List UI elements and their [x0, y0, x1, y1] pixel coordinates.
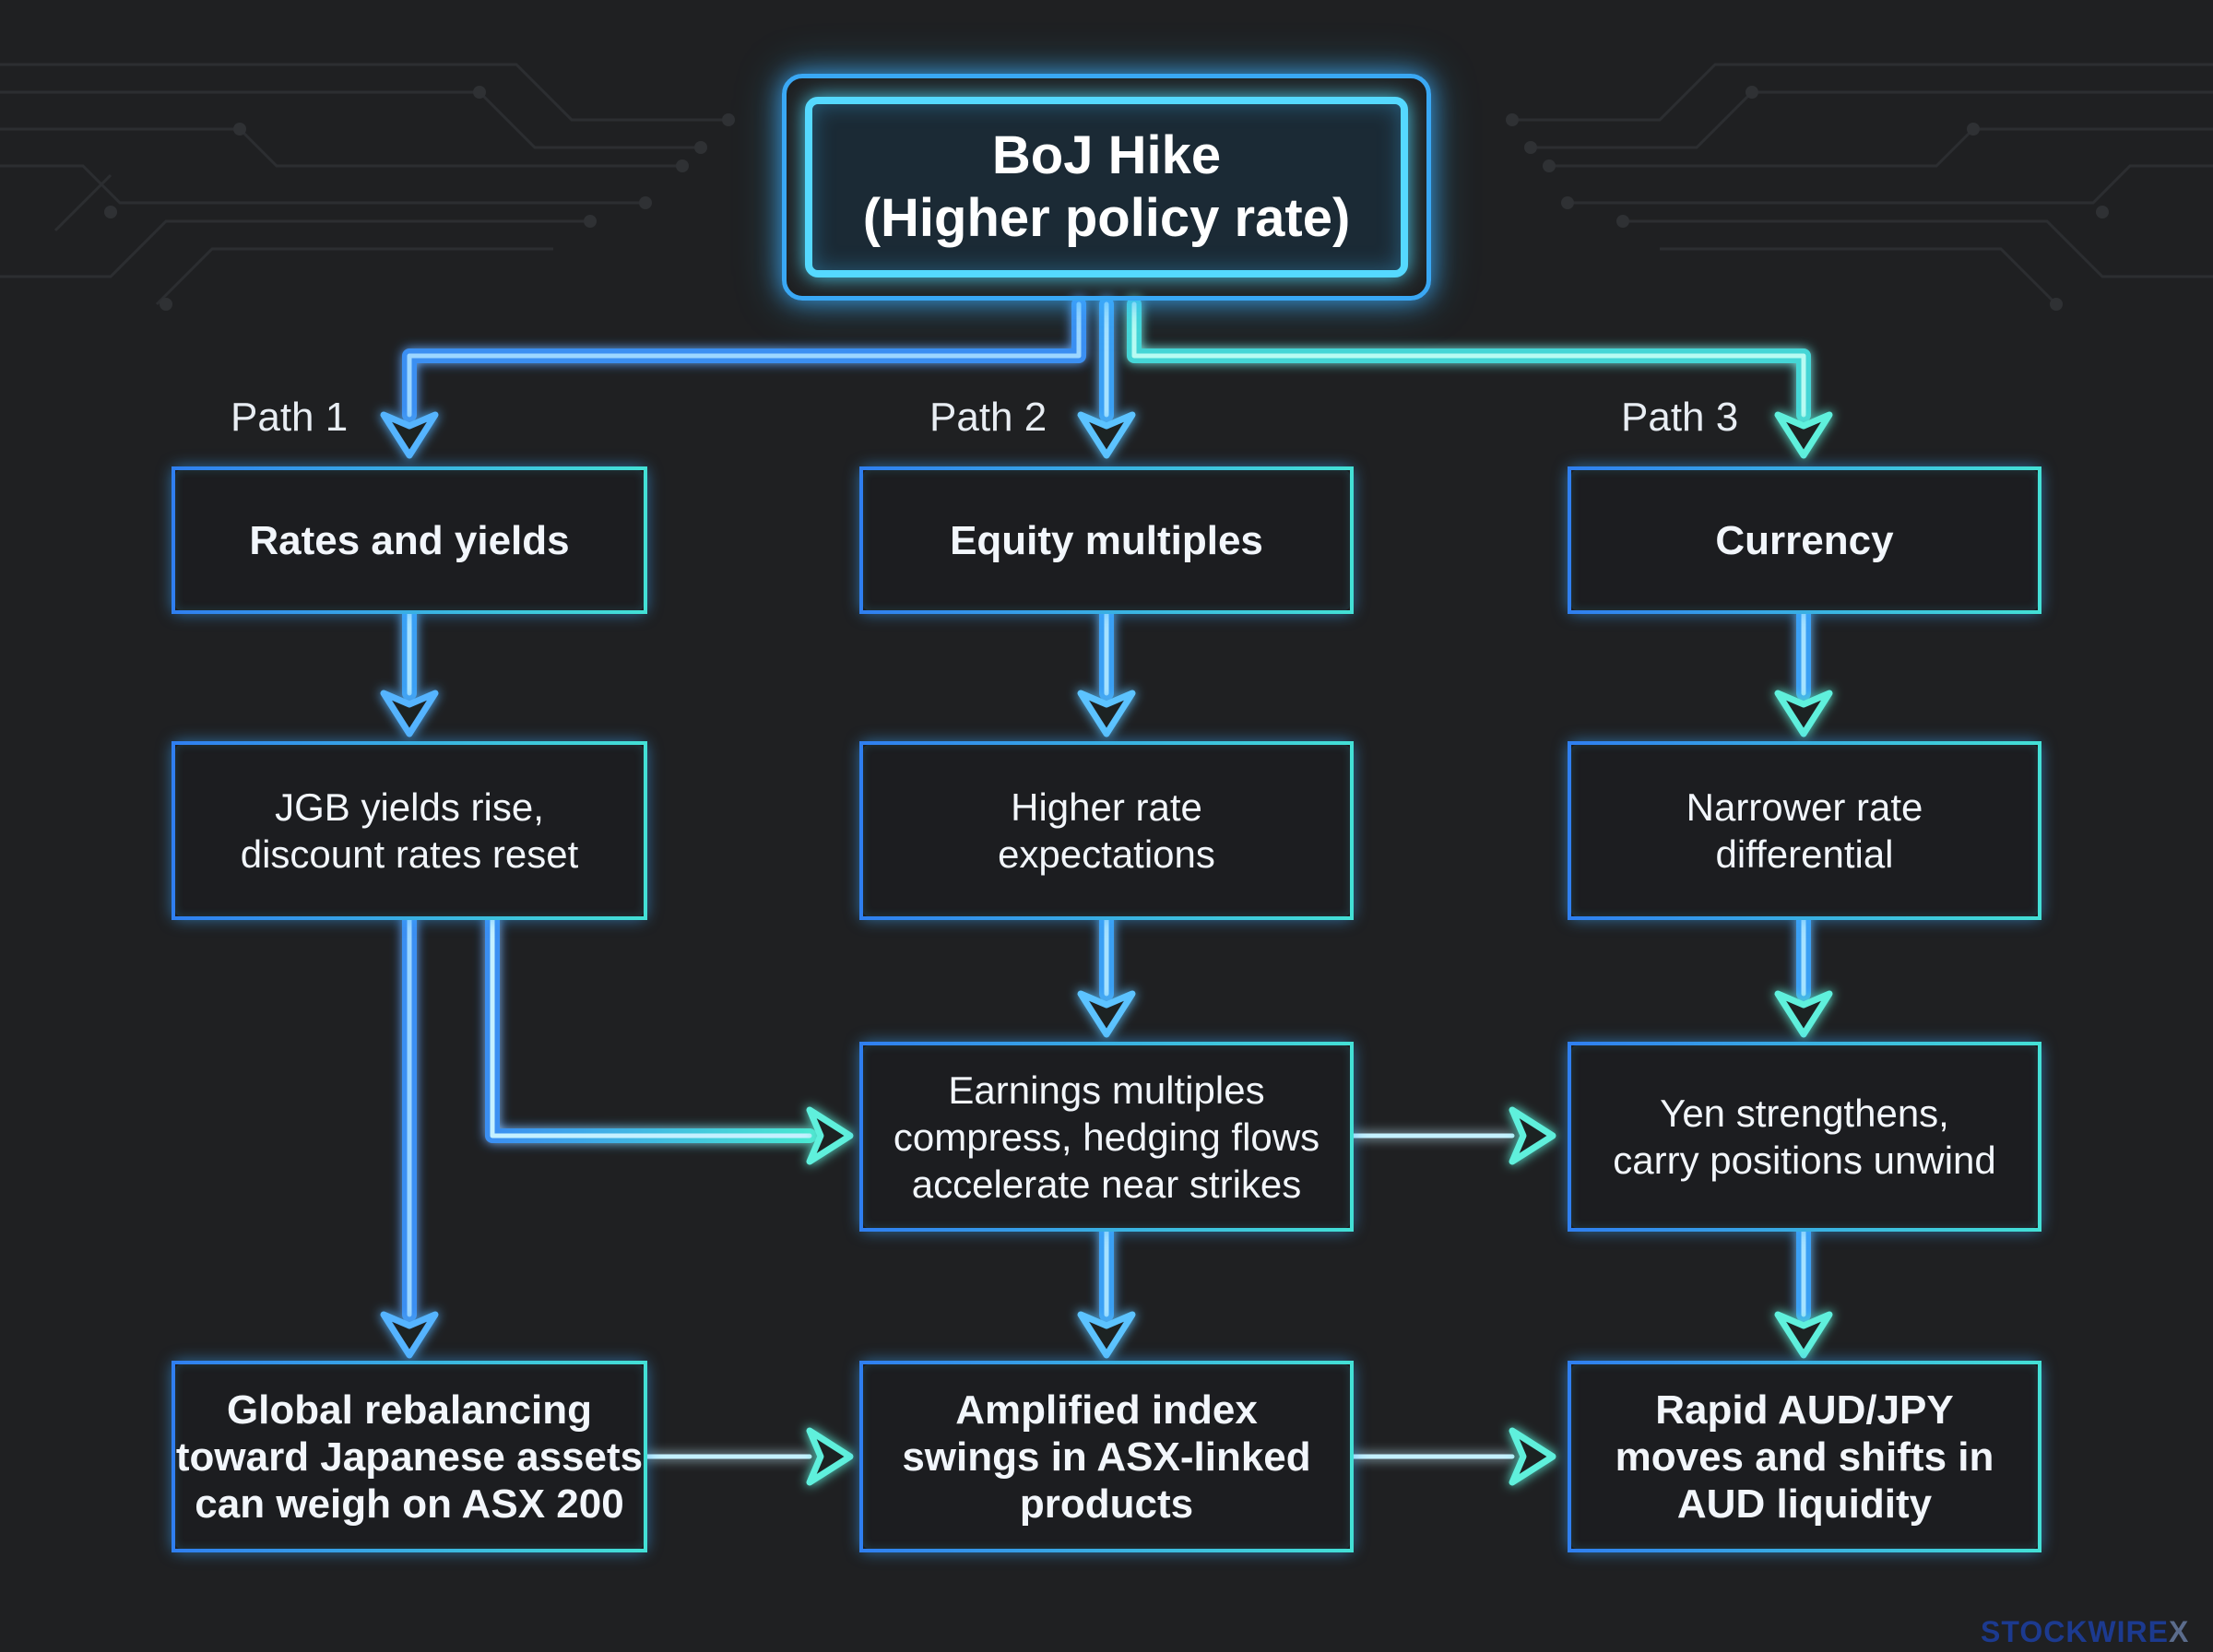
node-equity-multiples: Equity multiples	[859, 466, 1354, 614]
node-line: accelerate near strikes	[911, 1162, 1302, 1206]
root-node-inner: BoJ Hike (Higher policy rate)	[805, 97, 1408, 277]
node-line: carry positions unwind	[1613, 1139, 1996, 1182]
root-subtitle: (Higher policy rate)	[862, 188, 1351, 248]
path-label-3: Path 3	[1621, 395, 1739, 440]
node-line: Higher rate	[1011, 785, 1202, 829]
node-global-rebalancing: Global rebalancing toward Japanese asset…	[172, 1361, 647, 1552]
node-line: moves and shifts in	[1615, 1434, 1994, 1480]
node-line: AUD liquidity	[1676, 1481, 1933, 1527]
node-line: products	[1019, 1481, 1194, 1527]
node-line: differential	[1715, 832, 1894, 876]
root-title: BoJ Hike	[991, 125, 1222, 185]
root-node: BoJ Hike (Higher policy rate)	[782, 74, 1431, 301]
node-line: Rapid AUD/JPY	[1655, 1386, 1954, 1433]
node-jgb-yields: JGB yields rise, discount rates reset	[172, 741, 647, 920]
watermark-brand: STOCKWIRE	[1981, 1615, 2169, 1648]
node-line: toward Japanese assets	[175, 1434, 644, 1480]
path-label-1: Path 1	[231, 395, 349, 440]
arrowhead-path1-header	[380, 411, 439, 459]
connector-jgb-to-earnings	[485, 913, 817, 1143]
node-line: Narrower rate	[1686, 785, 1923, 829]
node-line: swings in ASX-linked	[902, 1434, 1311, 1480]
node-currency: Currency	[1568, 466, 2041, 614]
node-amplified-index-swings: Amplified index swings in ASX-linked pro…	[859, 1361, 1354, 1552]
node-label: Equity multiples	[950, 517, 1263, 563]
node-earnings-multiples: Earnings multiples compress, hedging flo…	[859, 1042, 1354, 1232]
node-rapid-audjpy-moves: Rapid AUD/JPY moves and shifts in AUD li…	[1568, 1361, 2041, 1552]
watermark-suffix: X	[2168, 1615, 2190, 1648]
node-label: Rates and yields	[249, 517, 570, 563]
node-rates-and-yields: Rates and yields	[172, 466, 647, 614]
node-line: Global rebalancing	[226, 1386, 593, 1433]
arrowhead-path2-header	[1077, 411, 1136, 459]
node-higher-rate-expectations: Higher rate expectations	[859, 741, 1354, 920]
node-line: Earnings multiples	[948, 1068, 1265, 1112]
node-line: compress, hedging flows	[893, 1115, 1320, 1159]
node-yen-strengthens: Yen strengthens, carry positions unwind	[1568, 1042, 2041, 1232]
node-line: JGB yields rise,	[275, 785, 544, 829]
node-label: Currency	[1715, 517, 1894, 563]
arrowhead-path3-header	[1774, 411, 1833, 459]
node-line: Yen strengthens,	[1660, 1092, 1949, 1135]
node-line: can weigh on ASX 200	[195, 1481, 624, 1527]
watermark-logo: STOCKWIREX	[1981, 1615, 2189, 1649]
node-line: Amplified index	[955, 1386, 1258, 1433]
node-line: discount rates reset	[240, 832, 579, 876]
node-line: expectations	[998, 832, 1215, 876]
node-narrower-rate-differential: Narrower rate differential	[1568, 741, 2041, 920]
path-label-2: Path 2	[929, 395, 1047, 440]
